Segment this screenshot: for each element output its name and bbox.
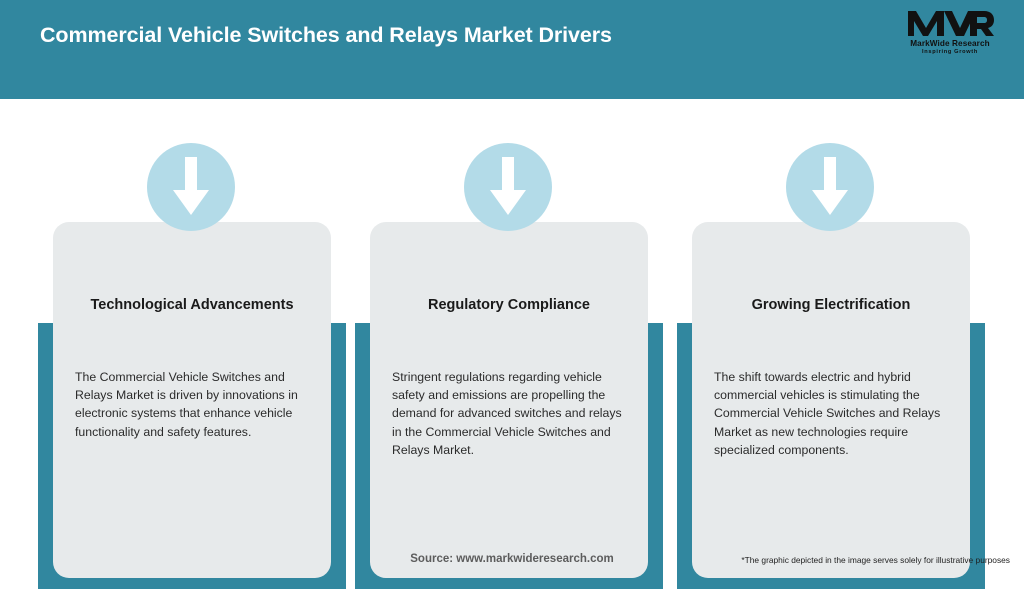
brand-logo: MarkWide Research Inspiring Growth	[898, 8, 1002, 60]
card-panel: Regulatory Compliance Stringent regulati…	[370, 222, 648, 578]
drivers-board: Technological Advancements The Commercia…	[0, 99, 1024, 589]
card-panel: Growing Electrification The shift toward…	[692, 222, 970, 578]
card-title: Regulatory Compliance	[428, 297, 590, 313]
driver-card-3[interactable]: Growing Electrification The shift toward…	[677, 143, 985, 589]
down-arrow-icon	[786, 143, 874, 231]
driver-card-1[interactable]: Technological Advancements The Commercia…	[38, 143, 346, 589]
source-label: Source: www.markwideresearch.com	[410, 553, 614, 565]
down-arrow-icon	[147, 143, 235, 231]
card-title: Growing Electrification	[751, 297, 911, 313]
card-title: Technological Advancements	[90, 297, 294, 313]
card-panel: Technological Advancements The Commercia…	[53, 222, 331, 578]
page-title: Commercial Vehicle Switches and Relays M…	[40, 23, 612, 47]
disclaimer-note: *The graphic depicted in the image serve…	[741, 555, 1010, 565]
card-description: The Commercial Vehicle Switches and Rela…	[75, 370, 298, 439]
logo-company-name: MarkWide Research	[910, 39, 990, 48]
mwr-logo-icon	[908, 11, 994, 36]
logo-tagline: Inspiring Growth	[922, 49, 978, 55]
card-description: The shift towards electric and hybrid co…	[714, 370, 941, 457]
driver-card-2[interactable]: Regulatory Compliance Stringent regulati…	[355, 143, 663, 589]
down-arrow-icon	[464, 143, 552, 231]
card-description: Stringent regulations regarding vehicle …	[392, 370, 622, 457]
page-header: Commercial Vehicle Switches and Relays M…	[0, 0, 1024, 99]
